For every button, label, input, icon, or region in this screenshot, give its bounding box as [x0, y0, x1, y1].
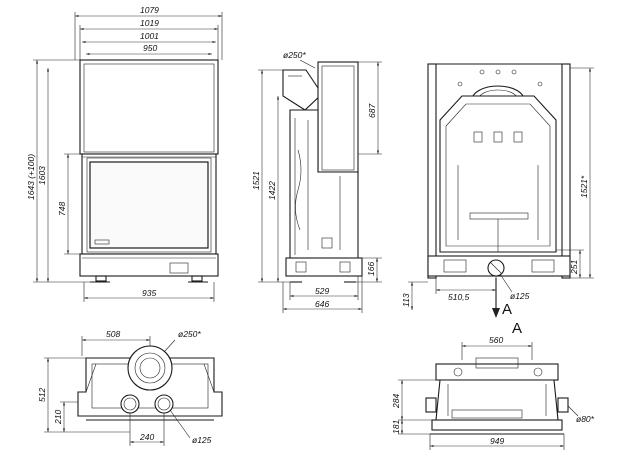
- dim-166: 166: [366, 262, 376, 276]
- front-foot-right: [191, 275, 203, 282]
- dim-560: 560: [489, 335, 503, 345]
- dim-top-125: ø125: [192, 435, 212, 445]
- dim-251: 251: [569, 260, 579, 275]
- section-slot: [451, 409, 523, 419]
- dim-181: 181: [391, 420, 401, 434]
- dim-1001: 1001: [140, 31, 159, 41]
- dim-1643: 1643 (+100): [26, 154, 36, 200]
- section-body: [435, 379, 559, 421]
- side-hood: [317, 61, 359, 173]
- side-flue-collar: [282, 69, 323, 111]
- dim-flue-250: ø250*: [283, 50, 306, 60]
- top-flue: [127, 345, 173, 391]
- dim-210: 210: [53, 410, 63, 425]
- top-view: 508 ø250* 512 210 240 ø125: [37, 329, 223, 446]
- dim-935: 935: [142, 288, 156, 298]
- dim-508: 508: [106, 329, 120, 339]
- rear-post-left: [427, 63, 437, 279]
- front-base: [79, 253, 219, 277]
- dim-240: 240: [139, 432, 154, 442]
- dim-1521: 1521: [251, 171, 261, 190]
- dim-949: 949: [490, 436, 504, 446]
- dim-rear-125: ø125: [510, 291, 530, 301]
- dim-1422: 1422: [267, 181, 277, 200]
- front-foot-left: [95, 275, 107, 282]
- dim-512: 512: [37, 388, 47, 402]
- front-vent-grille: [169, 262, 189, 274]
- dim-748: 748: [57, 202, 67, 216]
- dim-1603: 1603: [37, 166, 47, 185]
- dim-510-5: 510,5: [448, 292, 470, 302]
- front-glass: [89, 161, 209, 249]
- rear-post-right: [561, 63, 571, 279]
- rear-view: 1521* 251 510,5 ø125 113 A: [401, 63, 594, 318]
- dim-284: 284: [391, 394, 401, 409]
- dim-646: 646: [315, 299, 329, 309]
- section-base: [431, 419, 563, 431]
- side-base: [285, 257, 363, 277]
- front-view: 1079 1019 1001 950 1643 (+100): [26, 5, 223, 302]
- dim-80: ø80*: [576, 414, 595, 424]
- dim-1079: 1079: [140, 5, 159, 15]
- dim-113: 113: [401, 293, 411, 307]
- front-hood: [79, 59, 219, 155]
- dim-529: 529: [315, 286, 329, 296]
- dim-rear-1521: 1521*: [579, 175, 589, 198]
- side-view: ø250* 687 166 1521 1422: [251, 50, 382, 313]
- section-title-a: A: [512, 320, 522, 337]
- dim-1019: 1019: [140, 18, 159, 28]
- section-arrow: [492, 308, 500, 318]
- section-label-a: A: [502, 301, 512, 318]
- dim-687: 687: [367, 104, 377, 118]
- section-view: A 560 284 181 949 ø80*: [391, 320, 595, 450]
- dim-950: 950: [143, 43, 157, 53]
- dim-top-250: ø250*: [178, 329, 201, 339]
